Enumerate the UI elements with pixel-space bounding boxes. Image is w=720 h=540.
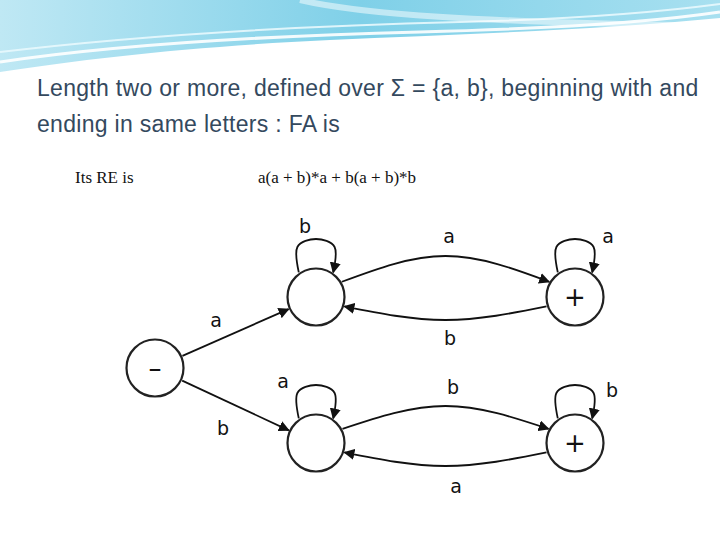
state-outline	[286, 413, 346, 473]
transition-arrow	[182, 309, 288, 356]
slide-title: Length two or more, defined over Σ = {a,…	[37, 70, 707, 142]
wave-line	[300, 0, 720, 26]
state-circle: +	[545, 413, 605, 473]
wave-header	[0, 0, 720, 80]
caption-text: Its RE is	[75, 168, 134, 188]
state-circle: +	[545, 267, 605, 327]
wave-band	[0, 0, 720, 72]
transition-arrow	[342, 406, 548, 429]
state-circle	[286, 267, 346, 327]
wave-line	[0, 12, 720, 62]
transition-label: a	[208, 310, 224, 331]
state-circle: –	[125, 338, 185, 398]
state-mark: +	[564, 284, 586, 310]
state-mark: –	[149, 355, 162, 381]
transition-arrow	[182, 381, 289, 431]
transition-label: b	[215, 418, 231, 439]
regular-expression: a(a + b)*a + b(a + b)*b	[258, 168, 416, 188]
transition-arrow	[342, 256, 549, 282]
transition-label: a	[448, 476, 464, 497]
transition-label: b	[442, 328, 458, 349]
transition-arrow	[344, 452, 546, 466]
transition-arrow	[344, 306, 546, 320]
transition-label: a	[441, 226, 457, 247]
transition-label: b	[297, 216, 313, 237]
transition-label: b	[445, 377, 461, 398]
transition-label: a	[600, 226, 616, 247]
transition-label: a	[275, 371, 291, 392]
state-circle	[286, 413, 346, 473]
state-mark: +	[564, 430, 586, 456]
state-outline	[286, 267, 346, 327]
transition-label: b	[604, 380, 620, 401]
